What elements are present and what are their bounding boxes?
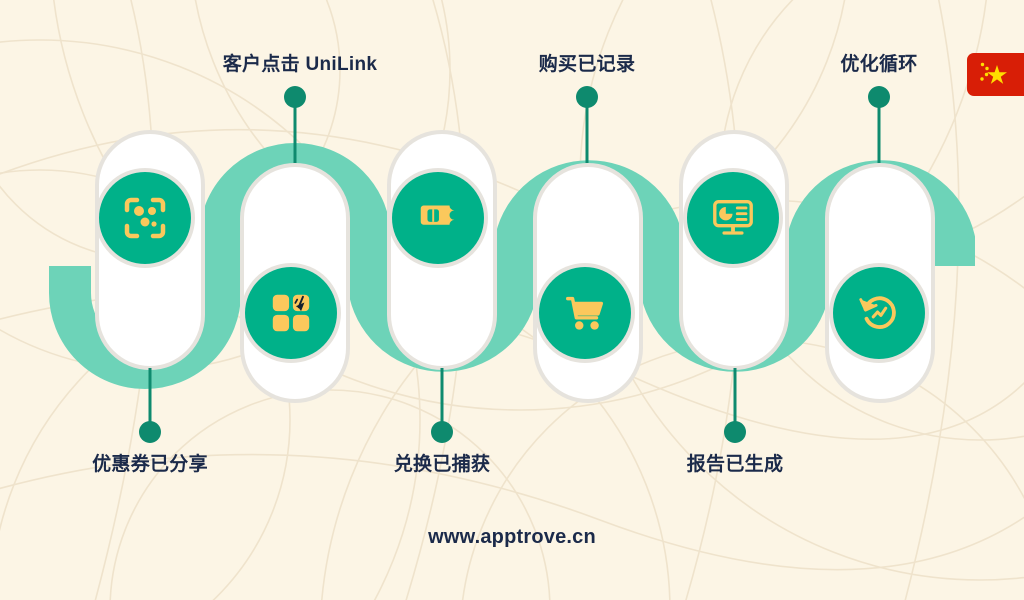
coupon-ticket-icon — [420, 205, 455, 225]
shopping-cart-icon — [566, 296, 604, 330]
flag-big-star — [987, 65, 1007, 84]
apps-grid-click-icon — [272, 294, 310, 332]
step-label-1: 优惠券已分享 — [92, 454, 208, 475]
step-label-5: 报告已生成 — [686, 454, 784, 475]
flow-pill-1 — [95, 266, 205, 370]
node-icon-1[interactable] — [99, 172, 191, 264]
connector-dot-6 — [868, 86, 890, 108]
flow-band — [49, 143, 975, 389]
connector-dot-1 — [139, 421, 161, 443]
optimize-loop-icon — [859, 296, 896, 329]
report-chart-icon — [713, 200, 753, 235]
node-icon-2[interactable] — [245, 267, 337, 359]
step-label-6: 优化循环 — [840, 54, 918, 75]
connector-dot-3 — [431, 421, 453, 443]
connector-group — [139, 86, 890, 443]
step-label-2: 客户点击 UniLink — [222, 54, 378, 75]
node-icon-5[interactable] — [687, 172, 779, 264]
node-icon-6[interactable] — [833, 267, 925, 359]
step-label-4: 购买已记录 — [538, 54, 636, 75]
footer-website-url[interactable]: www.apptrove.cn — [428, 526, 596, 548]
connector-dot-4 — [576, 86, 598, 108]
connector-dot-2 — [284, 86, 306, 108]
node-icon-3[interactable] — [392, 172, 484, 264]
connector-dot-5 — [724, 421, 746, 443]
step-label-3: 兑换已捕获 — [393, 454, 491, 475]
china-flag — [967, 53, 1024, 96]
node-icon-4[interactable] — [539, 267, 631, 359]
scan-focus-icon — [124, 197, 166, 239]
